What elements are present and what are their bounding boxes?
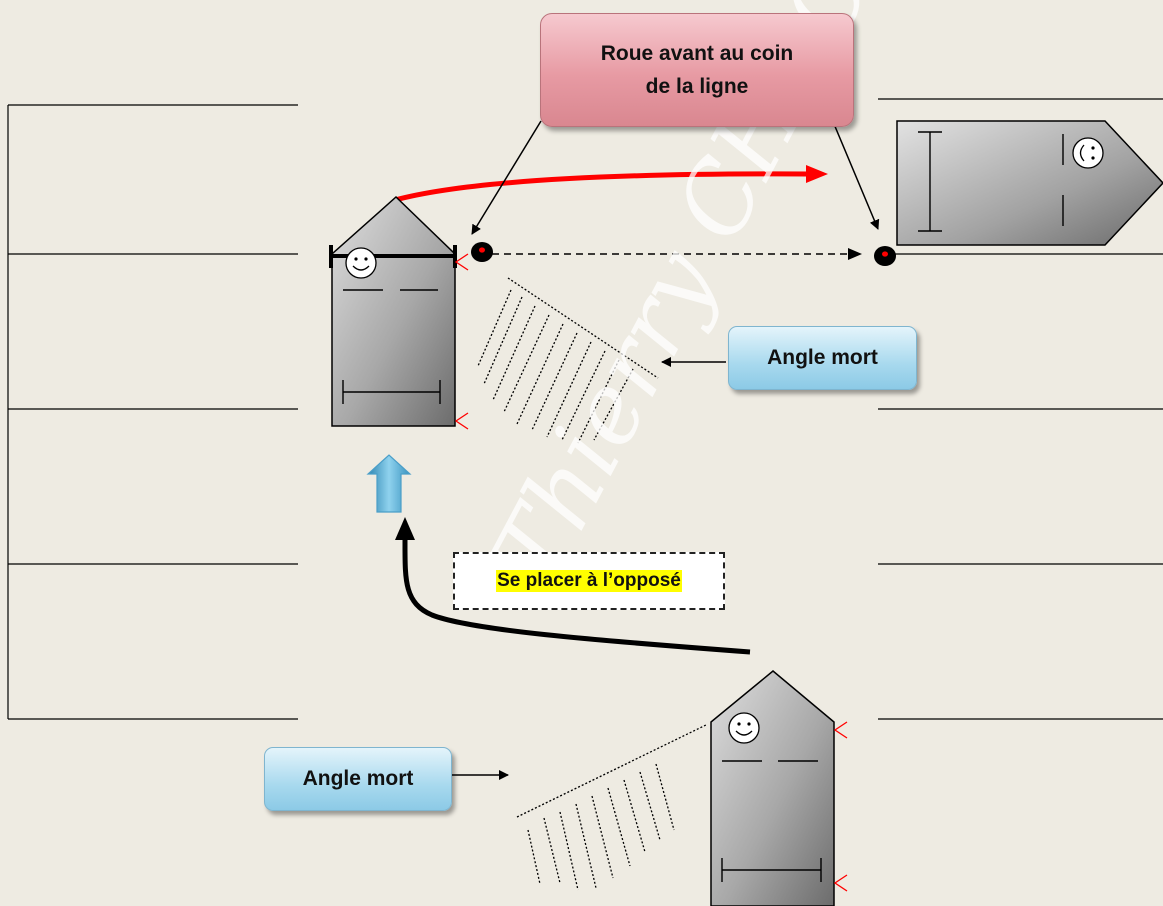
front-wheel-callout: Roue avant au coin de la ligne	[540, 13, 854, 127]
wheel-marker-left	[471, 242, 493, 262]
blind-spot-hatch-bottom	[516, 724, 707, 891]
up-arrow-icon	[366, 454, 412, 513]
curved-black-arrow	[395, 517, 751, 655]
smiley-icon	[345, 247, 377, 279]
dashed-distance-line	[492, 248, 862, 260]
parking-lines-right	[878, 98, 1163, 720]
blind-spot-hatch-top	[477, 277, 659, 444]
red-trajectory-arrow	[394, 165, 828, 203]
mirror-marks	[454, 253, 469, 430]
parking-lines-left	[7, 104, 298, 720]
callout-pointer-lines	[471, 120, 880, 235]
mirror-marks	[833, 721, 848, 892]
smiley-icon	[728, 712, 760, 744]
car-top-left	[329, 195, 469, 430]
wheel-marker-right	[874, 246, 896, 266]
opposite-position-label: Se placer à l’opposé	[453, 552, 725, 610]
blind-spot-label-top: Angle mort	[728, 326, 917, 390]
car-bottom	[710, 670, 848, 906]
blind-spot-label-bottom: Angle mort	[264, 747, 452, 811]
opposite-position-text: Se placer à l’opposé	[496, 570, 682, 592]
car-top-right	[896, 120, 1163, 246]
smiley-icon	[1072, 137, 1104, 169]
